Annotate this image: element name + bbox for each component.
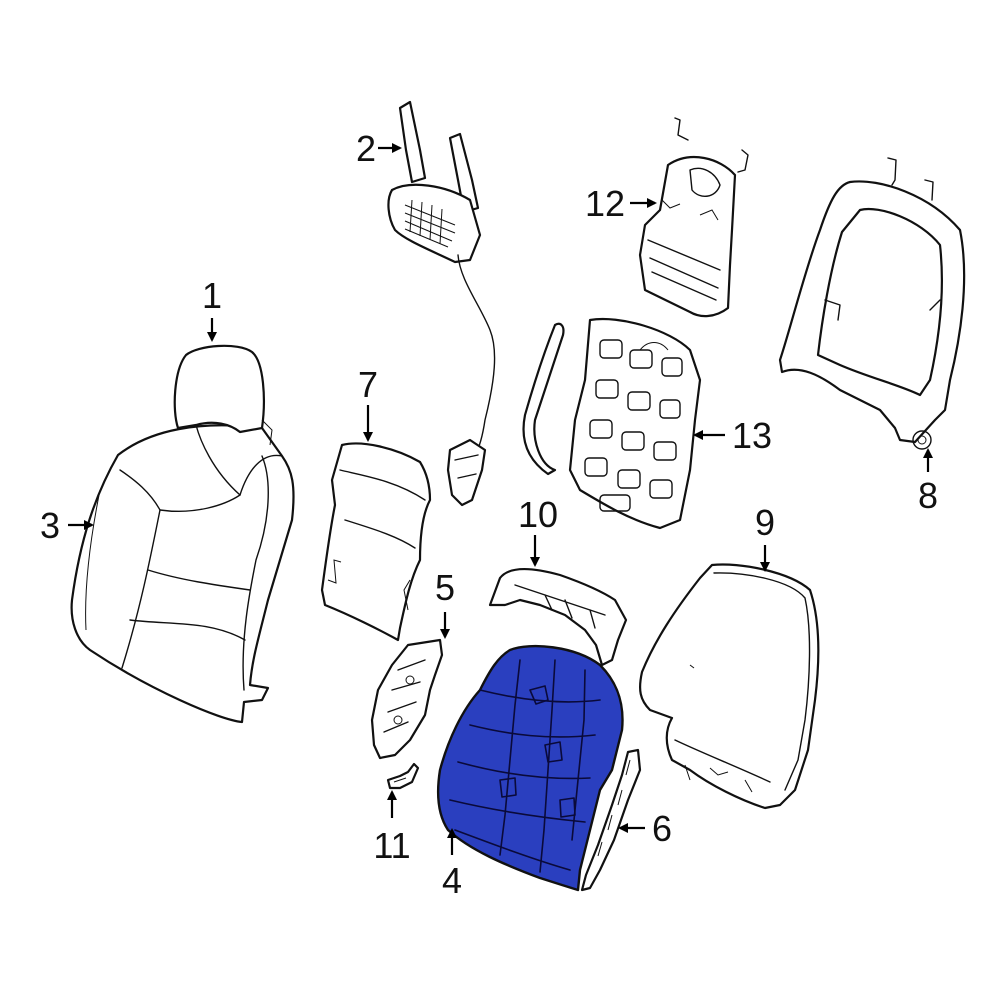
side-strip (580, 748, 642, 892)
rear-back-panel (639, 563, 820, 810)
callout-8: 8 (918, 475, 938, 516)
clip (386, 762, 420, 790)
callout-13: 13 (732, 415, 772, 456)
callout-4: 4 (442, 860, 462, 901)
lumbar-adjuster (387, 100, 496, 507)
seat-back-frame (778, 157, 966, 450)
callout-1: 1 (202, 275, 222, 316)
callout-11: 11 (373, 825, 410, 866)
callout-9: 9 (755, 502, 775, 543)
rear-panel (320, 442, 432, 642)
callout-6: 6 (652, 808, 672, 849)
callout-labels: 1 2 3 4 5 6 7 8 9 10 11 12 13 (40, 128, 938, 901)
callout-3: 3 (40, 505, 60, 546)
upper-bracket (488, 567, 628, 667)
upper-panel (638, 117, 749, 318)
callout-2: 2 (356, 128, 376, 169)
callout-7: 7 (358, 364, 378, 405)
seat-back-pad-highlighted (436, 644, 624, 892)
callout-leaders (68, 143, 933, 855)
callout-5: 5 (435, 567, 455, 608)
lower-frame-assembly (522, 318, 702, 530)
side-bracket (370, 638, 444, 760)
callout-10: 10 (518, 494, 558, 535)
callout-12: 12 (585, 183, 625, 224)
seat-back-cover (70, 344, 295, 724)
